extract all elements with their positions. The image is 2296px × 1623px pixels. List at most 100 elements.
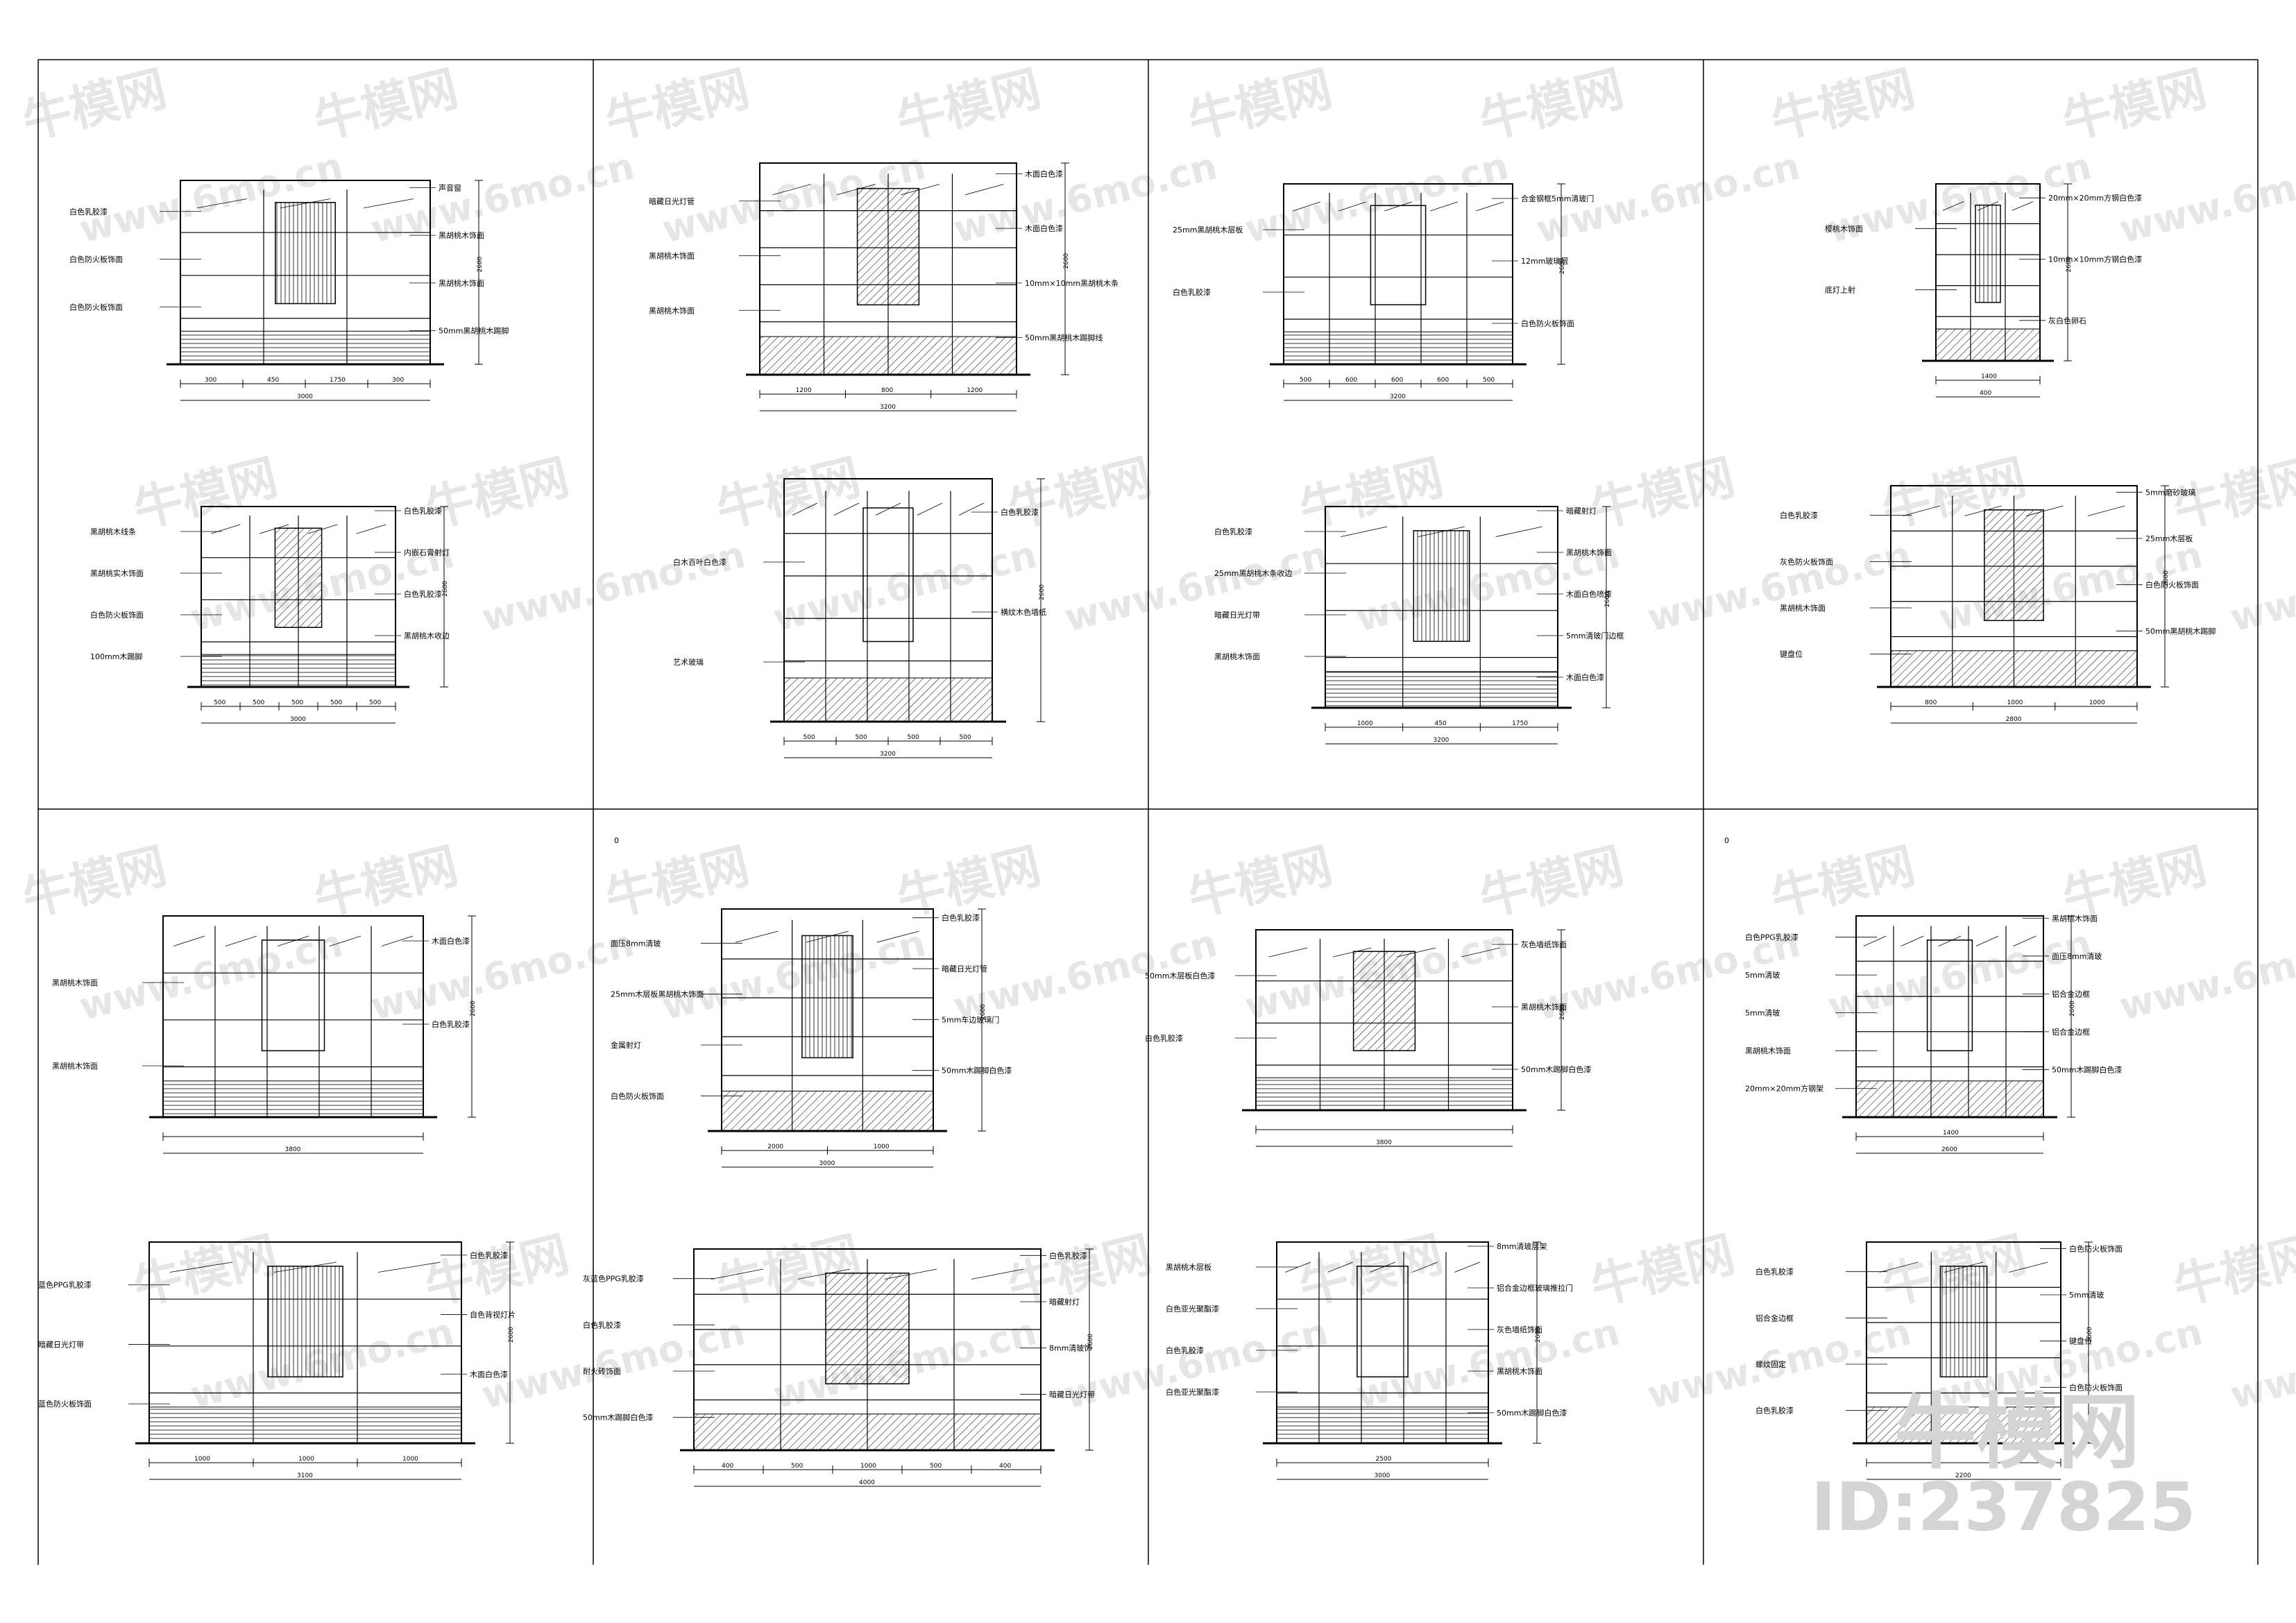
- base-cabinet: [1255, 1077, 1513, 1111]
- glass-mark: [1418, 526, 1465, 537]
- feature-panel: [1939, 1266, 1988, 1378]
- brand-id: ID:237825: [1811, 1468, 2196, 1546]
- feature-panel: [1357, 1266, 1409, 1378]
- dimension-value: 2000: [767, 1144, 783, 1150]
- grid-mark-1: 0: [614, 836, 619, 845]
- material-label: 5mm磨砂玻璃: [2145, 487, 2195, 497]
- material-label: 白色乳胶漆: [1049, 1250, 1087, 1260]
- vertical-dimension-value: 2600: [508, 1327, 515, 1343]
- feature-panel: [801, 935, 853, 1059]
- dimension-value: 1750: [1512, 720, 1528, 727]
- watermark-text: 牛模网: [1585, 448, 1740, 538]
- glass-mark: [917, 502, 943, 516]
- vertical-dimension-value: 2600: [1559, 1004, 1566, 1020]
- glass-mark: [280, 198, 331, 209]
- material-label: 白色乳胶漆: [1145, 1033, 1183, 1043]
- dimension-value: 1200: [796, 387, 812, 394]
- watermark-text: 牛模网: [1293, 1225, 1449, 1316]
- elevation-d4: 20mm×20mm方钢白色漆樱桃木饰面10mm×10mm方钢白色漆底灯上射灰白色…: [1825, 183, 2142, 398]
- watermark-text: 牛模网: [1293, 448, 1449, 538]
- glass-mark: [836, 184, 876, 196]
- dimension-value: 800: [1925, 699, 1937, 706]
- feature-panel: [1984, 509, 2044, 622]
- dimension-total: 3000: [1375, 1472, 1391, 1479]
- watermark-text: 牛模网: [1002, 448, 1157, 538]
- glass-mark: [377, 1261, 441, 1273]
- material-label: 黑胡桃木饰面: [439, 278, 484, 288]
- glass-mark: [1863, 935, 1887, 946]
- material-label: 白色亚光聚酯漆: [1166, 1304, 1219, 1314]
- glass-mark: [901, 184, 940, 196]
- glass-mark: [806, 931, 849, 943]
- glass-mark: [196, 198, 248, 209]
- material-label: 耐火砖饰面: [583, 1366, 621, 1376]
- elevation-d3: 合金钢框5mm清玻门25mm黑胡桃木层板12mm玻璃层白色乳胶漆白色防火板饰面5…: [1173, 183, 1594, 401]
- dimension-value: 500: [1483, 377, 1495, 384]
- base-cabinet: [201, 654, 396, 688]
- feature-panel: [1975, 204, 2001, 303]
- base-cabinet: [148, 1407, 462, 1444]
- material-label: 50mm木踢脚白色漆: [583, 1413, 653, 1422]
- glass-mark: [958, 502, 985, 516]
- vertical-dimension-value: 2600: [2163, 570, 2170, 586]
- glass-mark: [1341, 526, 1388, 537]
- material-label: 黑胡桃木层板: [1166, 1262, 1211, 1272]
- material-label: 灰蓝色PPG乳胶漆: [583, 1274, 644, 1284]
- elevation-d8: 5mm磨砂玻璃白色乳胶漆25mm木层板灰色防火板饰面白色防火板饰面黑胡桃木饰面5…: [1780, 485, 2216, 724]
- dimension-total: 3000: [290, 716, 306, 723]
- glass-mark: [1412, 1261, 1438, 1273]
- material-label: 50mm黑胡桃木踢脚: [439, 326, 509, 336]
- watermark-text: 牛模网: [308, 60, 464, 150]
- dimension-value: 1000: [2089, 699, 2105, 706]
- glass-mark: [2013, 935, 2036, 946]
- dimension-total: 3200: [880, 404, 896, 411]
- dimension-value: 600: [1345, 377, 1357, 384]
- material-label: 底灯上射: [1825, 285, 1855, 295]
- vertical-dimension-value: 2600: [980, 1004, 987, 1020]
- dimension-total: 3800: [1376, 1139, 1392, 1146]
- elevation-d14: 白色乳胶漆灰蓝色PPG乳胶漆暗藏射灯白色乳胶漆8mm清玻饰耐火砖饰面暗藏日光灯带…: [583, 1248, 1095, 1487]
- watermark-url: www.6mo.cn: [2226, 1309, 2296, 1417]
- base-cabinet: [693, 1413, 1041, 1451]
- material-label: 白色乳胶漆: [1214, 527, 1252, 536]
- watermark-url: www.6mo.cn: [949, 144, 1221, 251]
- material-label: 白色乳胶漆: [404, 506, 442, 516]
- dimension-value: 500: [791, 1463, 803, 1470]
- material-label: 艺术玻璃: [673, 657, 704, 667]
- material-label: 铝合金边框: [1755, 1313, 1794, 1323]
- watermark-text: 牛模网: [1765, 837, 1921, 927]
- dimension-total: 3800: [285, 1146, 301, 1153]
- dimension-value: 500: [856, 734, 867, 741]
- watermark-text: 牛模网: [1765, 60, 1921, 150]
- material-label: 白色防火板饰面: [90, 610, 144, 620]
- material-label: 白色乳胶漆: [1173, 287, 1211, 297]
- material-label: 50mm木层板白色漆: [1145, 971, 1215, 980]
- watermark-url: www.6mo.cn: [1060, 1309, 1332, 1417]
- glass-mark: [797, 1268, 851, 1280]
- material-label: 自色背视灯片: [470, 1310, 516, 1320]
- material-label: 白色防火板饰面: [2145, 580, 2199, 590]
- dimension-total: 2600: [1941, 1146, 1957, 1153]
- dimension-value: 1200: [967, 387, 983, 394]
- dimension-total: 3000: [297, 393, 313, 400]
- dimension-value: 300: [205, 377, 216, 384]
- material-label: 内嵌石膏射灯: [404, 547, 450, 557]
- dimension-total: 2200: [1955, 1472, 1971, 1479]
- watermark-text: 牛模网: [1585, 1225, 1740, 1316]
- glass-mark: [173, 935, 205, 946]
- material-label: 25mm黑胡桃木条收边: [1214, 568, 1292, 578]
- material-label: 白色乳胶漆: [404, 589, 442, 599]
- glass-mark: [875, 502, 901, 516]
- dimension-value: 800: [881, 387, 893, 394]
- material-label: 面压8mm清玻: [2052, 952, 2102, 961]
- dimension-total: 3200: [1434, 737, 1449, 744]
- glass-mark: [1964, 505, 2002, 516]
- vertical-dimension-value: 2600: [2066, 256, 2073, 272]
- watermark-text: 牛模网: [1474, 60, 1629, 150]
- glass-mark: [381, 935, 414, 946]
- material-label: 黑胡桃木饰面: [1214, 652, 1260, 661]
- material-label: 暗藏日光灯带: [1049, 1389, 1095, 1399]
- base-cabinet: [180, 330, 431, 365]
- material-label: 白色乳胶漆: [583, 1320, 621, 1329]
- base-cabinet: [1325, 671, 1558, 708]
